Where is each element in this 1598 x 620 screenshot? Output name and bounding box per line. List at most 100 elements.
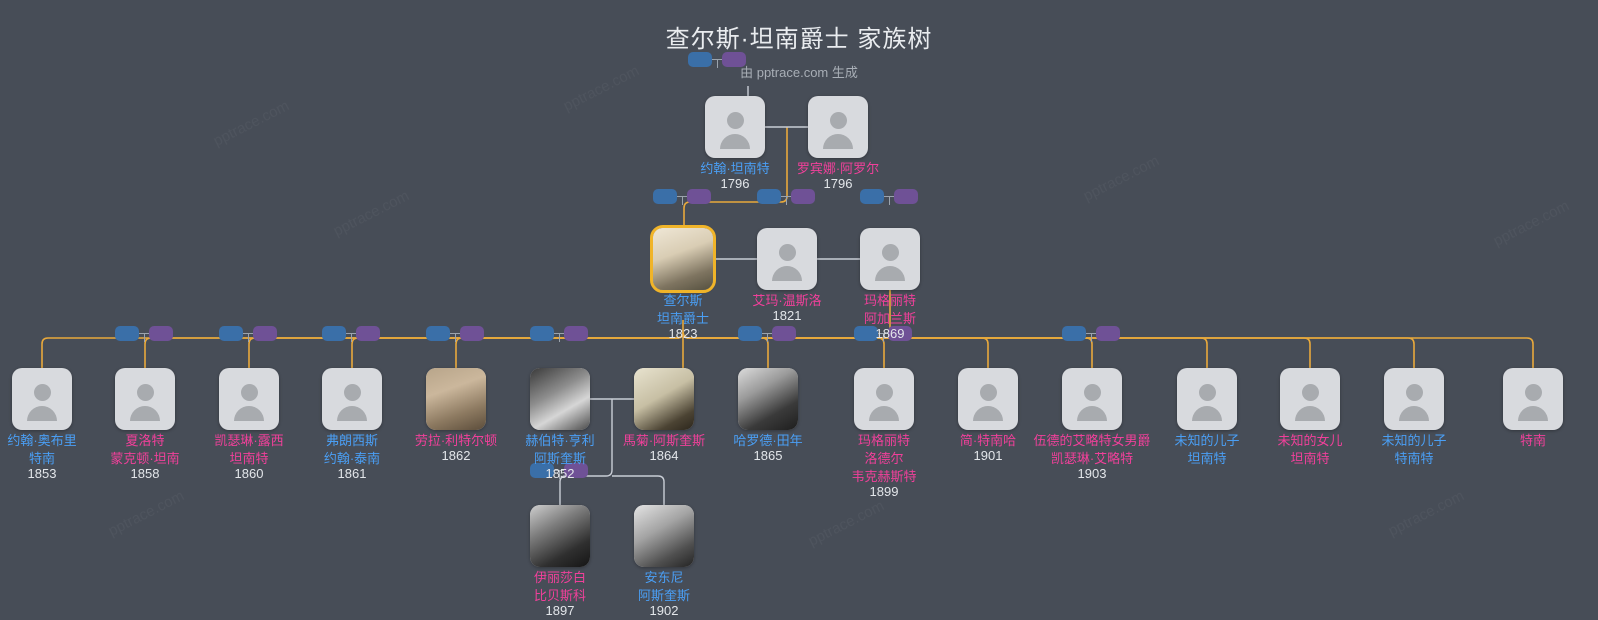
person-birth-year: 1796	[823, 176, 853, 191]
male-gender-pill[interactable]	[219, 326, 243, 341]
gender-pill-pair	[860, 189, 920, 211]
female-gender-pill[interactable]	[772, 326, 796, 341]
person-card[interactable]	[757, 228, 817, 290]
person-card[interactable]	[12, 368, 72, 430]
male-gender-pill[interactable]	[854, 326, 878, 341]
male-gender-pill[interactable]	[738, 326, 762, 341]
person-birth-year: 1903	[1077, 466, 1107, 481]
person-name: 简·特南哈	[959, 433, 1017, 448]
person-node[interactable]: 未知的儿子特南特	[1354, 368, 1474, 466]
person-birth-year: 1862	[441, 448, 471, 463]
person-name: 凯瑟琳·露西	[214, 433, 284, 448]
pill-drop	[559, 470, 560, 479]
person-birth-year: 1899	[869, 484, 899, 499]
person-card[interactable]	[322, 368, 382, 430]
male-gender-pill[interactable]	[530, 326, 554, 341]
person-birth-year: 1853	[27, 466, 57, 481]
person-birth-year: 1865	[753, 448, 783, 463]
male-gender-pill[interactable]	[860, 189, 884, 204]
avatar-placeholder-icon	[778, 244, 796, 261]
male-gender-pill[interactable]	[115, 326, 139, 341]
person-card[interactable]	[1062, 368, 1122, 430]
gender-pill-pair	[530, 326, 590, 348]
female-gender-pill[interactable]	[149, 326, 173, 341]
gender-pill-pair	[530, 463, 590, 485]
female-gender-pill[interactable]	[356, 326, 380, 341]
person-card[interactable]	[1503, 368, 1563, 430]
person-card[interactable]	[1177, 368, 1237, 430]
gender-pill-pair	[322, 326, 382, 348]
person-birth-year: 1861	[337, 466, 367, 481]
person-card[interactable]	[530, 368, 590, 430]
person-birth-year: 1852	[545, 466, 575, 481]
person-card[interactable]	[854, 368, 914, 430]
pill-drop	[682, 196, 683, 205]
avatar-placeholder-body	[720, 134, 750, 149]
person-card[interactable]	[634, 368, 694, 430]
male-gender-pill[interactable]	[322, 326, 346, 341]
person-card[interactable]	[634, 505, 694, 567]
female-gender-pill[interactable]	[791, 189, 815, 204]
female-gender-pill[interactable]	[1096, 326, 1120, 341]
person-card[interactable]	[219, 368, 279, 430]
gender-pill-pair	[757, 189, 817, 211]
person-node[interactable]: 特南	[1473, 368, 1593, 448]
male-gender-pill[interactable]	[653, 189, 677, 204]
person-name: 未知的儿子	[1174, 433, 1240, 448]
person-card[interactable]	[860, 228, 920, 290]
female-gender-pill[interactable]	[687, 189, 711, 204]
avatar-placeholder-body	[130, 406, 160, 421]
person-card[interactable]	[530, 505, 590, 567]
person-card[interactable]	[738, 368, 798, 430]
person-card[interactable]	[1384, 368, 1444, 430]
person-node[interactable]: 未知的儿子坦南特	[1147, 368, 1267, 466]
person-card-selected[interactable]	[650, 225, 716, 293]
person-card[interactable]	[958, 368, 1018, 430]
male-gender-pill[interactable]	[426, 326, 450, 341]
pill-drop	[786, 196, 787, 205]
male-gender-pill[interactable]	[1062, 326, 1086, 341]
person-card[interactable]	[808, 96, 868, 158]
person-card[interactable]	[705, 96, 765, 158]
avatar-placeholder-body	[1295, 406, 1325, 421]
person-name: 阿加兰斯	[863, 311, 916, 326]
person-photo	[426, 368, 486, 430]
avatar-placeholder-icon	[1524, 384, 1542, 401]
gender-pill-pair	[688, 52, 748, 74]
person-card[interactable]	[426, 368, 486, 430]
male-gender-pill[interactable]	[757, 189, 781, 204]
female-gender-pill[interactable]	[894, 189, 918, 204]
female-gender-pill[interactable]	[564, 326, 588, 341]
female-gender-pill[interactable]	[460, 326, 484, 341]
person-name: 蒙克顿·坦南	[110, 451, 180, 466]
person-card[interactable]	[115, 368, 175, 430]
female-gender-pill[interactable]	[253, 326, 277, 341]
avatar-placeholder-body	[337, 406, 367, 421]
female-gender-pill[interactable]	[722, 52, 746, 67]
male-gender-pill[interactable]	[688, 52, 712, 67]
person-card[interactable]	[1280, 368, 1340, 430]
male-gender-pill[interactable]	[530, 463, 554, 478]
person-name: 坦南特	[229, 451, 269, 466]
female-gender-pill[interactable]	[888, 326, 912, 341]
female-gender-pill[interactable]	[564, 463, 588, 478]
person-node[interactable]: 未知的女儿坦南特	[1250, 368, 1370, 466]
